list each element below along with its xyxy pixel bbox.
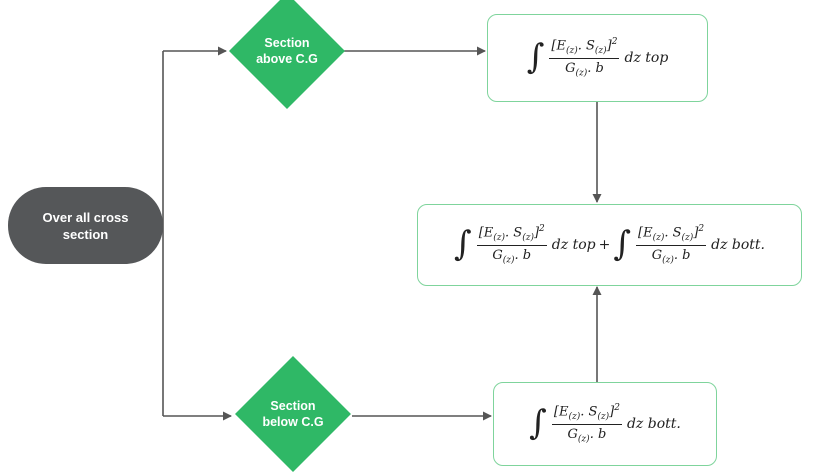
start-node-label: Over all cross section (42, 209, 129, 242)
fraction-numerator: [E(z). S(z)]2 (551, 403, 622, 426)
formula-box-combined: ∫ [E(z). S(z)]2 G(z). b dz top + ∫ [E(z)… (417, 204, 802, 286)
start-node-overall-cross-section: Over all cross section (8, 187, 163, 264)
integral-symbol: ∫ (526, 36, 545, 77)
formula-top: ∫ [E(z). S(z)]2 G(z). b dz top (527, 37, 669, 79)
fraction-numerator: [E(z). S(z)]2 (549, 37, 620, 60)
formula-tail-bottom: dz bott. (626, 415, 681, 432)
formula-tail-top: dz top (624, 49, 669, 66)
decision-above-label: Section above C.G (256, 36, 318, 66)
fraction-denominator: G(z). b (492, 248, 532, 266)
formula-combined: ∫ [E(z). S(z)]2 G(z). b dz top + ∫ [E(z)… (454, 224, 765, 266)
fraction-denominator: G(z). b (567, 427, 607, 445)
formula-box-top: ∫ [E(z). S(z)]2 G(z). b dz top (487, 14, 708, 102)
fraction: [E(z). S(z)]2 G(z). b (476, 224, 547, 266)
formula-tail-bottom: dz bott. (711, 236, 766, 253)
formula-bottom: ∫ [E(z). S(z)]2 G(z). b dz bott. (529, 403, 681, 445)
integral-symbol: ∫ (613, 223, 632, 264)
decision-section-below-cg: Section below C.G (235, 356, 351, 472)
fraction: [E(z). S(z)]2 G(z). b (551, 403, 622, 445)
formula-box-bottom: ∫ [E(z). S(z)]2 G(z). b dz bott. (493, 382, 717, 466)
decision-below-label: Section below C.G (262, 399, 324, 429)
fraction-numerator: [E(z). S(z)]2 (636, 224, 707, 247)
fraction: [E(z). S(z)]2 G(z). b (549, 37, 620, 79)
fraction: [E(z). S(z)]2 G(z). b (636, 224, 707, 266)
decision-section-above-cg: Section above C.G (229, 0, 345, 109)
integral-symbol: ∫ (529, 402, 547, 443)
formula-tail-top: dz top (551, 236, 596, 253)
plus-sign: + (598, 236, 611, 253)
integral-symbol: ∫ (453, 223, 472, 264)
fraction-denominator: G(z). b (565, 61, 604, 79)
fraction-numerator: [E(z). S(z)]2 (476, 224, 547, 247)
fraction-denominator: G(z). b (651, 248, 691, 266)
